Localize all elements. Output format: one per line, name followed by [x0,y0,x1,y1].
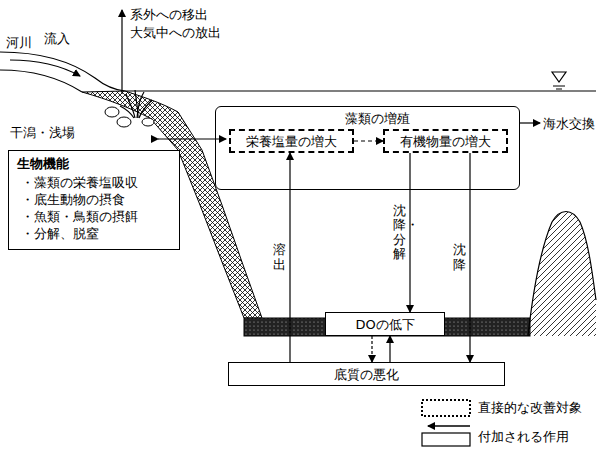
water-line [125,90,596,91]
flow-label: 海水交換 [543,115,595,132]
list-item: ・分解、脱窒 [17,225,171,242]
edge-label: 沈降 [453,243,466,272]
connector [371,336,372,362]
shells [105,107,154,127]
outflow-arrow [121,10,122,94]
legend-text: 直接的な改善対象 [478,399,582,416]
inflow-arrow [10,60,80,76]
process-box: DOの低下 [325,312,445,336]
river-bank [0,52,125,91]
seawater-arrow [520,122,540,123]
edge-label: 沈降・分解 [393,204,406,261]
water-level-mark [553,86,565,87]
connector [409,153,410,312]
legend-box-sample [422,433,470,446]
edge-label: 溶出 [273,243,286,272]
node-title: DOの低下 [355,316,414,333]
water-level-mark [556,89,562,90]
connector [389,336,390,362]
plants [120,90,152,118]
list-item: ・魚類・鳥類の摂餌 [17,208,171,225]
node-title: 栄養塩量の増大 [246,133,337,150]
flow-label: 大気中への放出 [130,24,221,41]
connector [469,153,470,362]
flow-label: 系外への移出 [130,6,208,23]
water-level-mark [552,72,566,82]
function-box: 生物機能・藻類の栄養塩吸収・底生動物の摂食・魚類・鳥類の摂餌・分解、脱窒 [8,150,180,250]
area-label: 干潟・浅場 [10,124,75,141]
hill [528,212,596,337]
list-item: ・底生動物の摂食 [17,191,171,208]
process-box: 底質の悪化 [228,362,505,386]
node-title: 底質の悪化 [334,366,399,383]
river-bank [0,70,82,92]
legend-arrow-sample [428,425,470,427]
connector [289,153,290,362]
node-title: 有機物量の増大 [400,133,491,150]
flow-label: 流入 [44,30,70,47]
node-title: 生物機能 [17,155,171,172]
connector [354,140,383,141]
target-box: 栄養塩量の増大 [229,129,354,153]
target-box: 有機物量の増大 [383,129,508,153]
hill [528,212,596,337]
node-title: 藻類の増殖 [325,110,410,127]
list-item: ・藻類の栄養塩吸収 [17,174,171,191]
legend-dotted-sample [422,400,470,416]
group-box: 藻類の増殖栄養塩量の増大 有機物量の増大 [215,106,520,190]
legend-text: 付加される作用 [478,428,569,445]
river-label: 河川 [6,34,32,51]
